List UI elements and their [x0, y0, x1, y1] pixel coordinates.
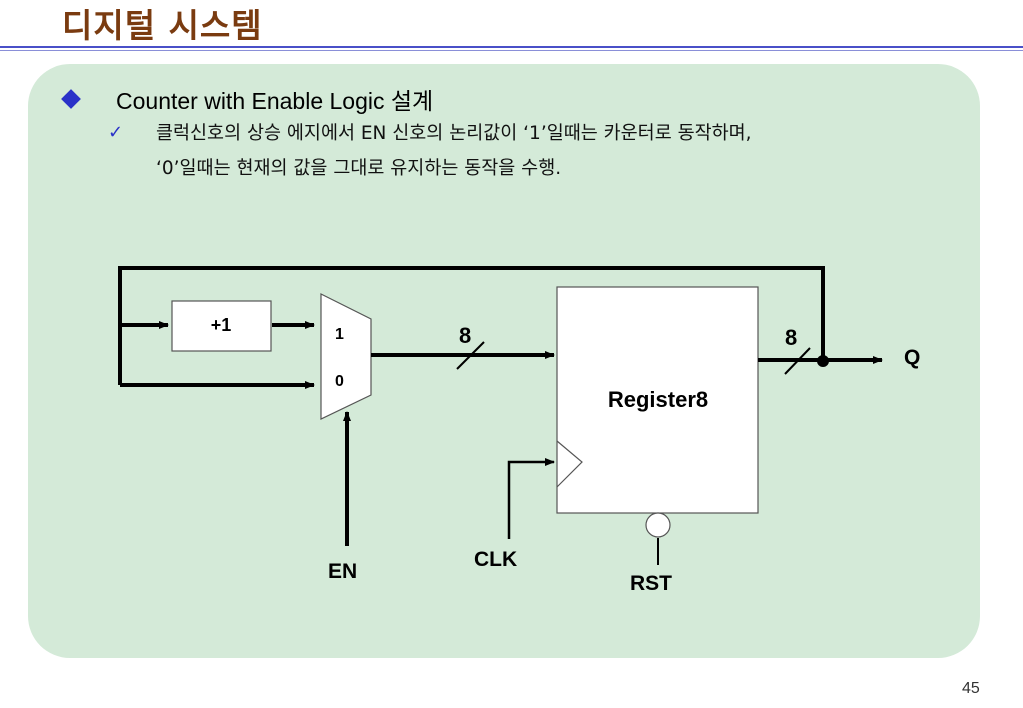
mux-input-0-label: 0 [335, 373, 344, 390]
bus-slash-in [456, 341, 485, 370]
output-label: Q [904, 346, 920, 369]
mux-shape [320, 293, 372, 420]
register-box [556, 286, 759, 514]
mux-input-1-label: 1 [335, 326, 344, 343]
clock-wire [507, 458, 555, 539]
page-number: 45 [962, 680, 980, 697]
register-label: Register8 [608, 387, 708, 412]
enable-label: EN [328, 560, 357, 583]
slide-title: 디지털 시스템 [62, 6, 263, 45]
description-line-1: 클럭신호의 상승 에지에서 EN 신호의 논리값이 ‘1’일때는 카운터로 동작… [156, 123, 752, 144]
section-heading: Counter with Enable Logic 설계 [116, 88, 434, 114]
feedback-junction [817, 355, 829, 367]
bus-width-in-label: 8 [459, 323, 471, 348]
incrementer-label: +1 [211, 315, 232, 335]
checkmark-bullet-icon: ✓ [108, 122, 124, 143]
incrementer-box [171, 300, 272, 352]
title-rule-thin [0, 50, 1023, 51]
clock-label: CLK [474, 548, 517, 571]
title-rule [0, 46, 1023, 48]
bus-width-out-label: 8 [785, 325, 797, 350]
reset-label: RST [630, 572, 672, 595]
clock-triangle [556, 440, 583, 488]
bus-slash-out [784, 347, 811, 375]
description-line-2: ‘0’일때는 현재의 값을 그대로 유지하는 동작을 수행. [156, 158, 562, 179]
reset-bubble [645, 512, 671, 538]
feedback-wires [118, 266, 825, 389]
